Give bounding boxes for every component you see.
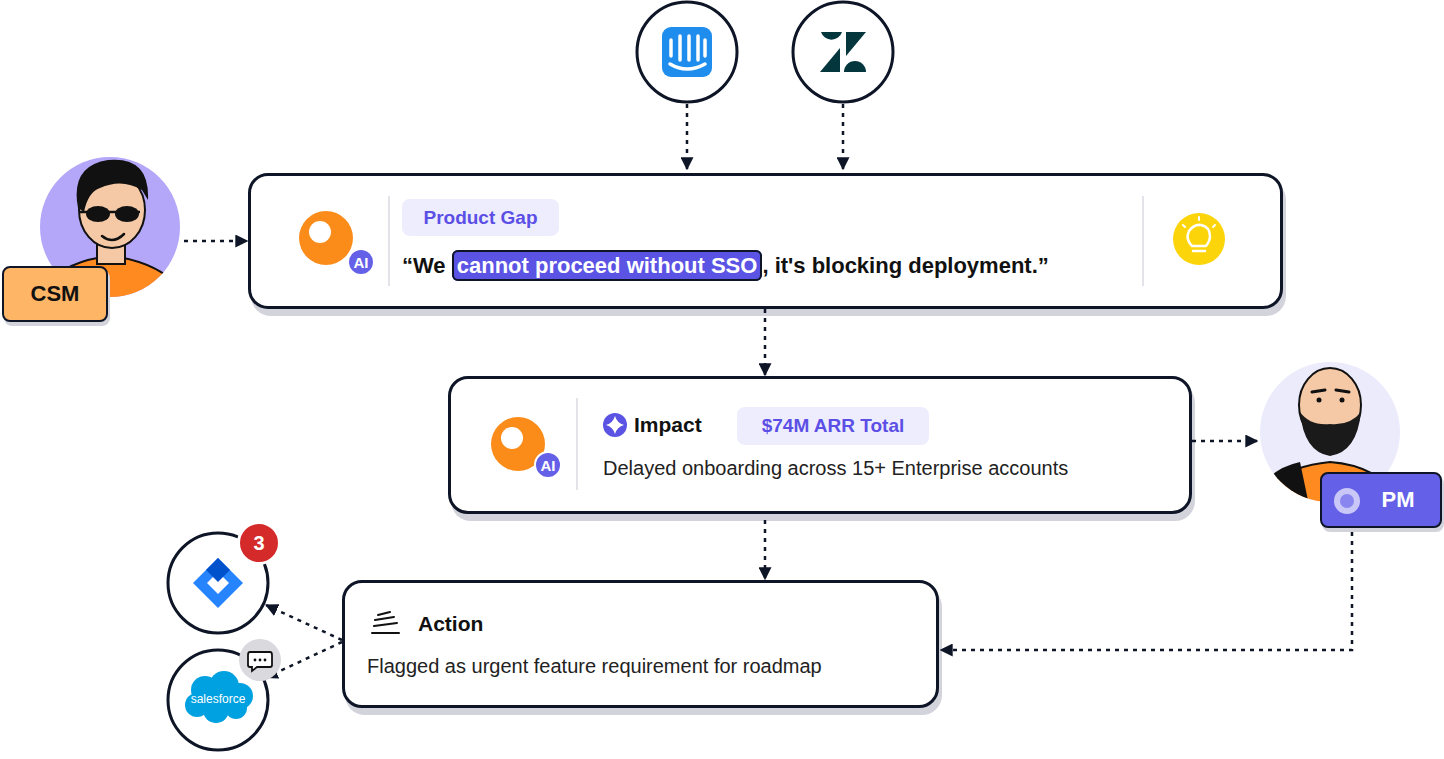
- tool-node: 3: [166, 519, 283, 635]
- heading-text: Action: [418, 612, 483, 636]
- person-node: PM: [1258, 362, 1444, 532]
- tag-pill: Product Gap: [402, 199, 559, 236]
- tool-node: salesforce: [166, 648, 270, 752]
- ai-badge: AI: [347, 248, 375, 276]
- role-badge: CSM: [2, 266, 108, 322]
- heading-text: Impact: [634, 413, 702, 437]
- dashed-connector: [941, 532, 1352, 650]
- body-text: Delayed onboarding across 15+ Enterprise…: [603, 457, 1068, 480]
- dashed-connector: [266, 642, 342, 678]
- ai-badge: AI: [534, 451, 562, 479]
- zendesk-icon: [793, 2, 893, 102]
- label-text: Product Gap: [423, 207, 537, 229]
- dashed-connector: [266, 605, 342, 640]
- person-node: CSM: [0, 157, 184, 325]
- label-text: AI: [541, 457, 556, 474]
- intercom-icon: [637, 2, 737, 102]
- label-text: $74M ARR Total: [762, 415, 905, 437]
- label-text: AI: [354, 254, 369, 271]
- source-arrow: [687, 104, 843, 169]
- dashed-connector: [184, 240, 247, 243]
- process-box: ImpactDelayed onboarding across 15+ Ente…: [448, 376, 1192, 514]
- dashed-connector: [764, 309, 767, 375]
- dashed-connector: [764, 520, 767, 579]
- quote-text: “We cannot proceed without SSO, it's blo…: [402, 251, 1049, 281]
- body-text: Flagged as urgent feature requirement fo…: [367, 655, 822, 678]
- process-box: “We cannot proceed without SSO, it's blo…: [248, 173, 1283, 309]
- highlight-mark: cannot proceed without SSO: [452, 250, 763, 281]
- role-badge: PM: [1320, 472, 1442, 528]
- logo-text: salesforce: [166, 692, 270, 706]
- dashed-connector: [1192, 440, 1257, 443]
- process-box: ActionFlagged as urgent feature requirem…: [342, 580, 939, 708]
- tag-pill: $74M ARR Total: [737, 407, 929, 445]
- chat-icon: [239, 639, 281, 681]
- count-badge: 3: [237, 521, 281, 565]
